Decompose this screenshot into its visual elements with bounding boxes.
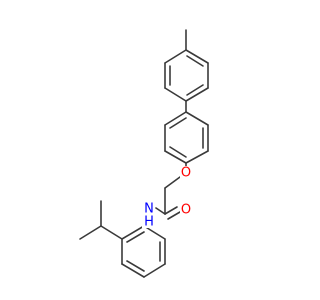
oxygen-ether-label: O [181, 166, 191, 181]
bond-carbonyl-double-b [167, 211, 181, 220]
isopropyl-group [79, 200, 123, 240]
nitrogen-amide-label: N [144, 202, 154, 217]
bond-carbonyl-double-a [164, 206, 178, 215]
chemical-structure-diagram: O O N H [79, 29, 209, 278]
bond-oxygen-methylene [164, 176, 181, 189]
oxygen-carbonyl-label: O [181, 203, 191, 218]
tolyl-ring [164, 49, 209, 102]
bond-carbonyl-nitrogen [155, 207, 166, 215]
hydrogen-amide-label: H [144, 215, 154, 230]
isopropylphenyl-ring [121, 225, 166, 278]
phenylene-ring [164, 111, 209, 164]
